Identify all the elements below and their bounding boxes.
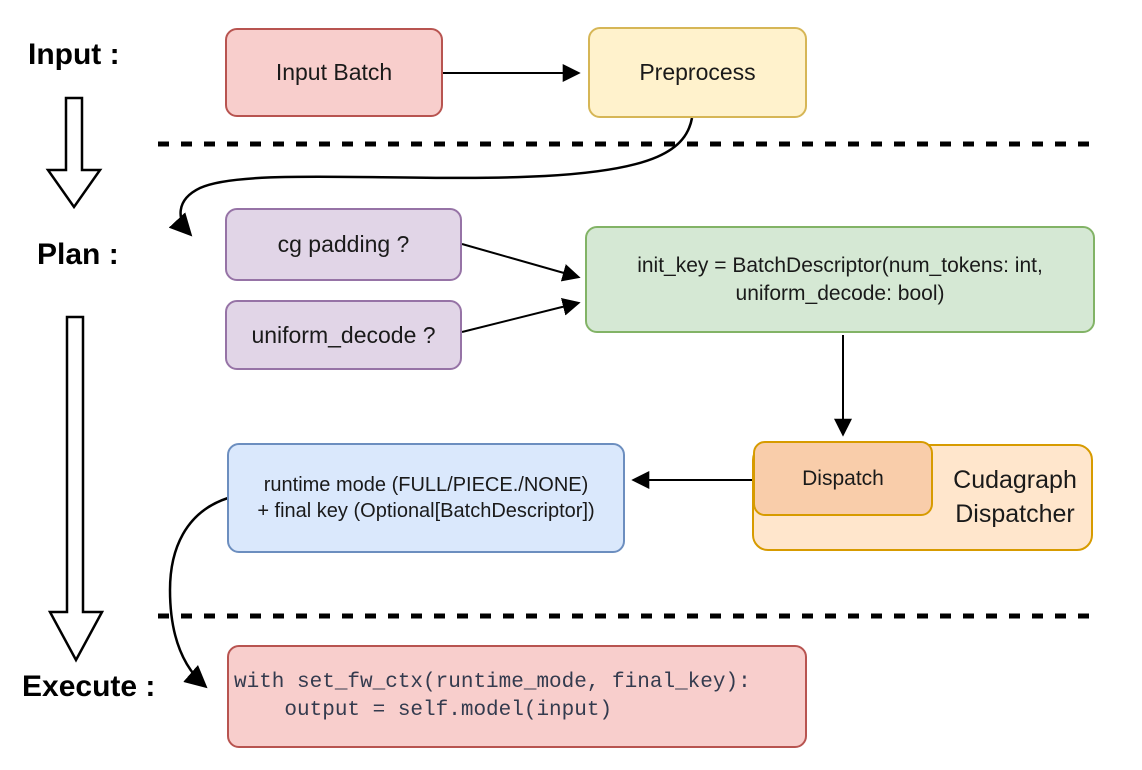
node-input-batch-label: Input Batch: [275, 59, 393, 86]
arrow-preprocess-to-plan: [168, 117, 694, 237]
node-preprocess-label: Preprocess: [639, 59, 756, 86]
node-init-key-line2: uniform_decode: bool): [735, 281, 945, 305]
hollow-arrow-input-to-plan: [45, 96, 103, 210]
node-init-key: init_key = BatchDescriptor(num_tokens: i…: [585, 226, 1095, 333]
node-uniform-decode: uniform_decode ?: [225, 300, 462, 370]
node-runtime-line2: + final key (Optional[BatchDescriptor]): [257, 500, 595, 522]
node-cg-padding: cg padding ?: [225, 208, 462, 281]
execute-code-line2: output = self.model(input): [234, 698, 613, 722]
node-input-batch: Input Batch: [225, 28, 443, 117]
execute-code-line1: with set_fw_ctx(runtime_mode, final_key)…: [234, 671, 751, 695]
cudagraph-dispatcher-line1: Cudagraph: [953, 466, 1077, 494]
node-preprocess: Preprocess: [588, 27, 807, 118]
node-cudagraph-dispatcher-label: Cudagraph Dispatcher: [939, 446, 1091, 549]
node-runtime-line1: runtime mode (FULL/PIECE./NONE): [263, 473, 589, 496]
node-execute-code: with set_fw_ctx(runtime_mode, final_key)…: [227, 645, 807, 748]
stage-label-plan: Plan :: [37, 238, 119, 271]
hollow-arrow-plan-to-execute: [47, 315, 105, 663]
node-init-key-line1: init_key = BatchDescriptor(num_tokens: i…: [637, 253, 1043, 277]
node-dispatch-label: Dispatch: [802, 466, 884, 490]
arrow-uniformdecode-to-initkey: [461, 297, 581, 333]
stage-label-input: Input :: [28, 38, 120, 71]
arrow-runtime-to-execute: [168, 496, 229, 689]
node-uniform-decode-label: uniform_decode ?: [251, 321, 436, 348]
stage-label-execute: Execute :: [22, 670, 156, 703]
cudagraph-dispatcher-line2: Dispatcher: [955, 499, 1075, 528]
node-cg-padding-label: cg padding ?: [277, 231, 410, 258]
arrow-cgpadding-to-initkey: [461, 243, 581, 282]
node-dispatch: Dispatch: [753, 441, 933, 516]
node-runtime-mode: runtime mode (FULL/PIECE./NONE) + final …: [227, 443, 625, 553]
